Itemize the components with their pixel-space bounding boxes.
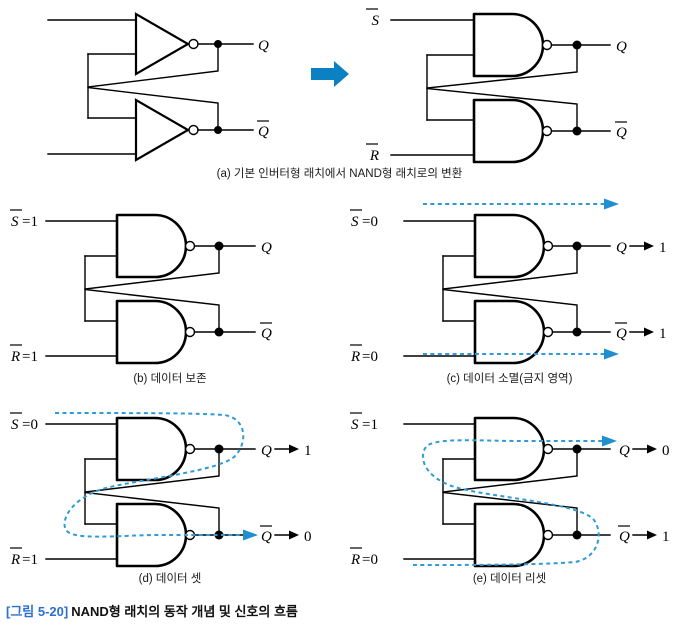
label-c-rbar: R	[350, 349, 360, 365]
label-b-qbar: Q	[261, 326, 272, 342]
inverter-top	[134, 12, 190, 76]
label-a-right-rbar: R	[369, 148, 379, 164]
nand-gate-top-e	[473, 416, 546, 482]
flow-scurve-e	[412, 435, 617, 566]
label-d-q-value: 1	[304, 443, 312, 459]
panel-caption-b: (b) 데이터 보존	[133, 373, 207, 385]
nand-gate-bottom-a	[472, 98, 545, 164]
panel-d-circuit: S =0 R =1 Q 1 Q 0	[10, 412, 312, 568]
label-b-sbar: S	[11, 214, 19, 230]
panel-c-circuit: S =0 R =0 Q 1 Q 1	[350, 198, 667, 365]
label-a-left-qbar: Q	[258, 124, 269, 140]
panel-caption-a: (a) 기본 인버터형 래치에서 NAND형 래치로의 변환	[216, 168, 463, 180]
label-d-qbar: Q	[261, 529, 272, 545]
bubble-bottom-b	[184, 326, 196, 338]
label-c-rbar-value: =0	[362, 349, 378, 365]
label-b-rbar: R	[10, 349, 20, 365]
wire-e-cross-1	[442, 448, 578, 525]
bubble-bottom	[188, 124, 199, 136]
nand-gate-bottom-b	[115, 299, 188, 365]
label-e-sbar-value: =1	[362, 417, 378, 433]
arrowhead-c-qbar	[644, 327, 654, 337]
wire-c-cross-1	[442, 245, 578, 322]
bubble-bottom-c	[542, 326, 554, 338]
arrowhead-d-q	[289, 444, 299, 454]
label-c-sbar: S	[351, 214, 359, 230]
label-e-sbar: S	[351, 417, 359, 433]
label-d-qbar-value: 0	[304, 529, 312, 545]
panel-e-circuit: S =1 R =0 Q 0 Q 1	[350, 412, 670, 568]
bubble-top-b	[184, 240, 196, 252]
wire-e-cross-2	[442, 458, 578, 536]
label-c-qbar-value: 1	[659, 326, 667, 342]
flow-bottom-c	[423, 348, 619, 360]
label-b-sbar-value: =1	[22, 214, 38, 230]
panel-a-right-nand-latch: S R Q Q	[366, 8, 627, 164]
nand-gate-top-a	[472, 12, 545, 78]
wire-c-cross-2	[442, 255, 578, 333]
wire-b-cross-2	[84, 255, 220, 333]
bubble-top-a-right	[541, 39, 553, 51]
label-c-sbar-value: =0	[362, 214, 378, 230]
label-a-right-q: Q	[616, 39, 627, 55]
flow-top-c	[423, 198, 619, 210]
label-e-qbar: Q	[619, 529, 630, 545]
bubble-bottom-e	[542, 529, 554, 541]
label-a-right-sbar: S	[372, 13, 380, 29]
wire-a-cross-1	[87, 43, 219, 119]
wire-b-cross-1	[84, 245, 220, 322]
panel-caption-c: (c) 데이터 소멸(금지 영역)	[446, 373, 573, 385]
bubble-top	[188, 38, 199, 50]
wire-d-cross-2	[84, 458, 220, 536]
label-e-rbar-value: =0	[362, 552, 378, 568]
label-d-rbar: R	[10, 552, 20, 568]
panel-b-circuit: S =1 R =1 Q Q	[10, 209, 272, 365]
inverter-bottom	[134, 98, 190, 162]
label-d-rbar-value: =1	[22, 552, 38, 568]
label-e-q-value: 0	[662, 443, 670, 459]
arrowhead-c-q	[644, 241, 654, 251]
figure-number: [그림 5-20]	[6, 604, 69, 619]
label-d-sbar-value: =0	[22, 417, 38, 433]
figure-title: NAND형 래치의 동작 개념 및 신호의 흐름	[71, 604, 298, 619]
transition-arrow-icon	[311, 61, 349, 87]
nand-gate-top-c	[473, 213, 546, 279]
label-c-qbar: Q	[616, 326, 627, 342]
wire-a2-cross-2	[426, 54, 578, 132]
label-b-rbar-value: =1	[22, 349, 38, 365]
bubble-top-d	[184, 443, 196, 455]
nand-gate-top-b	[115, 213, 188, 279]
label-e-q: Q	[619, 443, 630, 459]
label-c-q: Q	[616, 240, 627, 256]
label-d-q: Q	[261, 443, 272, 459]
label-c-q-value: 1	[659, 240, 667, 256]
label-a-left-q: Q	[258, 38, 269, 54]
label-a-right-qbar: Q	[616, 125, 627, 141]
panel-caption-d: (d) 데이터 셋	[138, 573, 202, 585]
nand-gate-bottom-e	[473, 502, 546, 568]
label-b-q: Q	[261, 240, 272, 256]
bubble-top-c	[542, 240, 554, 252]
flow-scurve-d	[54, 412, 258, 541]
panel-caption-e: (e) 데이터 리셋	[472, 573, 547, 585]
bubble-top-e	[542, 443, 554, 455]
wire-d-cross-1	[84, 448, 220, 525]
label-e-qbar-value: 1	[662, 529, 670, 545]
label-e-rbar: R	[350, 552, 360, 568]
arrowhead-e-q	[647, 444, 657, 454]
arrowhead-e-qbar	[647, 530, 657, 540]
bubble-bottom-a-right	[541, 125, 553, 137]
figure-caption: [그림 5-20]NAND형 래치의 동작 개념 및 신호의 흐름	[6, 601, 298, 620]
label-d-sbar: S	[11, 417, 19, 433]
panel-a-left-inverter-latch: Q Q	[47, 12, 269, 162]
wire-a-cross-2	[87, 53, 219, 131]
arrowhead-d-qbar	[289, 530, 299, 540]
wire-a2-cross-1	[426, 44, 578, 121]
nand-gate-top-d	[115, 416, 188, 482]
